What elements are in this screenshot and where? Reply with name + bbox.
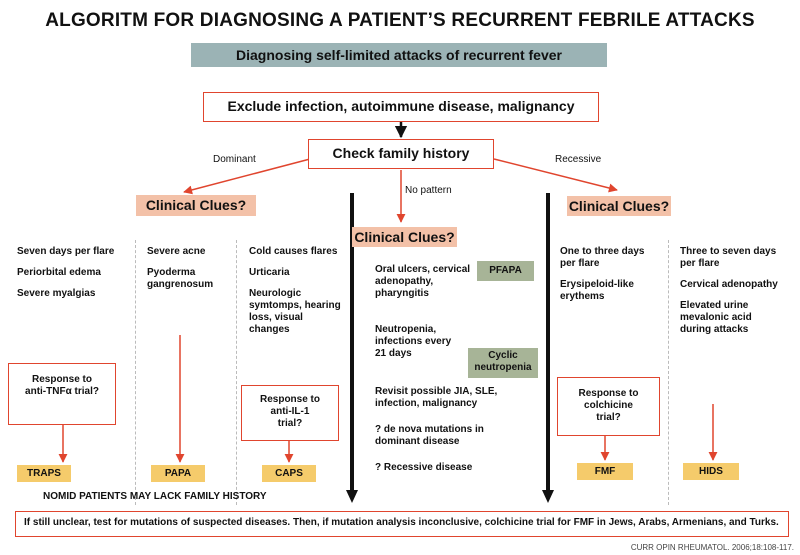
pfapa-box: PFAPA — [477, 261, 534, 281]
caps-clue-3: Neurologic symtomps, hearing loss, visua… — [249, 288, 341, 335]
source-citation: CURR OPIN RHEUMATOL. 2006;18:108-117. — [630, 543, 794, 552]
clinical-clues-recessive: Clinical Clues? — [567, 196, 671, 216]
hids-clue-3: Elevated urine mevalonic acid during att… — [680, 300, 752, 335]
nomid-note: NOMID PATIENTS MAY LACK FAMILY HISTORY — [43, 491, 267, 502]
arrow-recessive — [493, 158, 618, 193]
no-pattern-item-1: Oral ulcers, cervical adenopathy, pharyn… — [375, 264, 471, 299]
traps-clue-3: Severe myalgias — [17, 288, 96, 299]
banner: Diagnosing self-limited attacks of recur… — [191, 43, 607, 67]
dx-caps: CAPS — [262, 465, 316, 482]
family-history-box: Check family history — [308, 139, 494, 169]
cyclic-neutropenia-box: Cyclic neutropenia — [468, 348, 538, 378]
dominant-col1: Seven days per flare Periorbital edema S… — [17, 246, 127, 309]
divider-dominant-2 — [236, 240, 237, 505]
dx-fmf: FMF — [577, 463, 633, 480]
dx-traps: TRAPS — [17, 465, 71, 482]
label-recessive: Recessive — [555, 154, 602, 165]
recessive-col2: Three to seven days per flare Cervical a… — [680, 246, 785, 345]
dominant-col3: Cold causes flares Urticaria Neurologic … — [249, 246, 344, 345]
caps-clue-1: Cold causes flares — [249, 246, 338, 257]
no-pattern-item-5: ? Recessive disease — [375, 462, 473, 473]
page-title: ALGORITM FOR DIAGNOSING A PATIENT’S RECU… — [45, 10, 755, 31]
clinical-clues-dominant: Clinical Clues? — [136, 195, 256, 216]
traps-clue-1: Seven days per flare — [17, 246, 115, 257]
no-pattern-item-2: Neutropenia, infections every 21 days — [375, 324, 452, 359]
exclude-box: Exclude infection, autoimmune disease, m… — [203, 92, 599, 122]
hids-clue-2: Cervical adenopathy — [680, 279, 778, 290]
dx-hids: HIDS — [683, 463, 739, 480]
no-pattern-item-4: ? de nova mutations in dominant disease — [375, 424, 484, 447]
fmf-clue-1: One to three days per flare — [560, 246, 645, 269]
fmf-clue-2: Erysipeloid-like erythems — [560, 279, 634, 302]
label-no-pattern: No pattern — [405, 185, 452, 196]
dominant-col2: Severe acne Pyoderma gangrenosum — [147, 246, 232, 300]
divider-recessive — [668, 240, 669, 505]
caps-clue-2: Urticaria — [249, 267, 290, 278]
footer-note: If still unclear, test for mutations of … — [15, 511, 789, 537]
response-anti-il1-box: Response to anti-IL-1 trial? — [241, 385, 339, 441]
papa-clue-1: Severe acne — [147, 246, 206, 257]
divider-dominant-1 — [135, 240, 136, 505]
recessive-col1: One to three days per flare Erysipeloid-… — [560, 246, 660, 312]
hids-clue-1: Three to seven days per flare — [680, 246, 777, 269]
clinical-clues-no-pattern: Clinical Clues? — [352, 227, 457, 247]
papa-clue-2: Pyoderma gangrenosum — [147, 267, 214, 290]
response-anti-tnf-box: Response to anti-TNFα trial? — [8, 363, 116, 425]
no-pattern-item-3: Revisit possible JIA, SLE, infection, ma… — [375, 386, 498, 409]
response-colchicine-box: Response to colchicine trial? — [557, 377, 660, 436]
label-dominant: Dominant — [213, 154, 256, 165]
arrow-dominant — [183, 158, 311, 195]
dx-papa: PAPA — [151, 465, 205, 482]
traps-clue-2: Periorbital edema — [17, 267, 101, 278]
